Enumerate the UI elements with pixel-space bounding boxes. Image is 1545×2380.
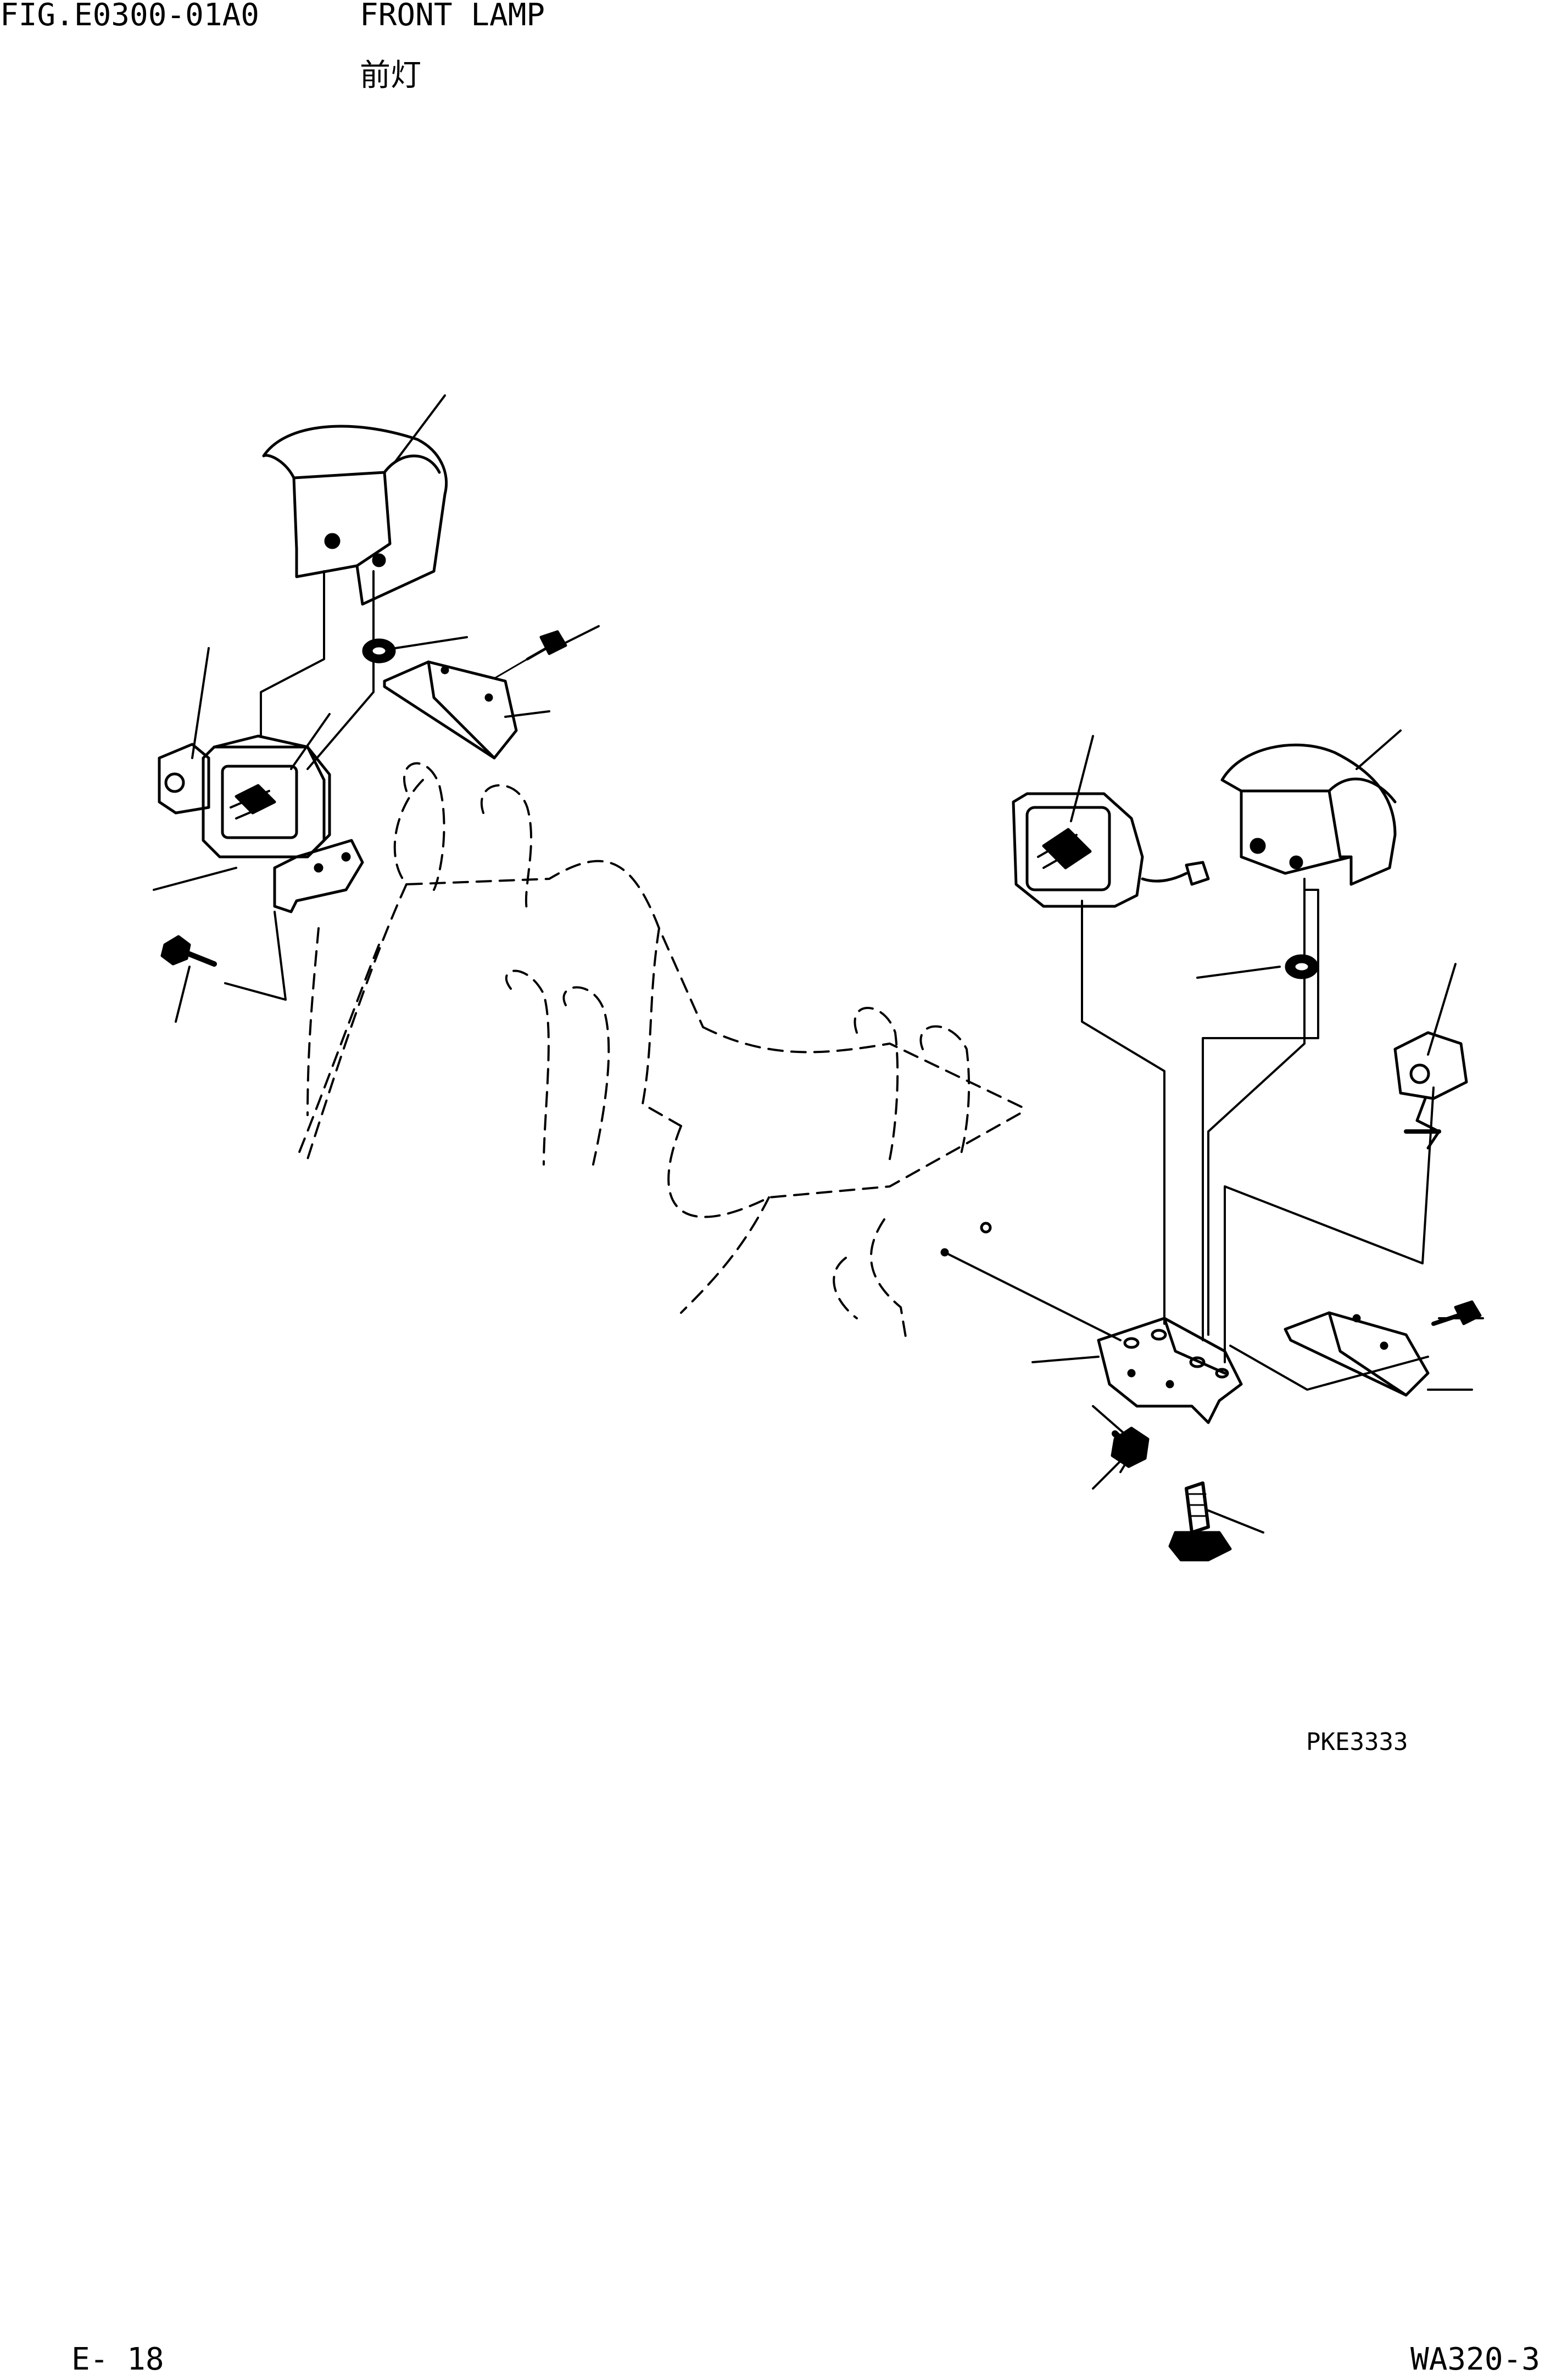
figure-title: FRONT LAMP <box>360 0 545 33</box>
left-grommet <box>362 638 396 664</box>
right-lamp-bracket <box>1097 1317 1243 1424</box>
left-stay-bolt <box>493 630 567 679</box>
right-stay-bolt <box>1431 1300 1482 1326</box>
model-code: WA320-3 <box>1410 2342 1541 2377</box>
left-front-lamp <box>202 734 331 859</box>
right-mount-bolt <box>1111 1426 1150 1468</box>
right-front-lamp <box>1012 792 1210 908</box>
right-flange-bolt <box>1168 1481 1232 1562</box>
left-side-lamp <box>158 743 210 815</box>
leader-lines <box>153 394 1484 1534</box>
right-grommet <box>1285 954 1319 979</box>
right-side-lamp <box>1393 1031 1468 1150</box>
figure-title-chinese: 前灯 <box>360 58 421 93</box>
figure-code: FIG.E0300-01A0 <box>0 0 260 33</box>
frame-outline <box>295 762 1028 1341</box>
left-mount-bolt <box>160 935 217 967</box>
left-lamp-bracket <box>273 839 364 913</box>
left-connection-lines <box>224 570 375 1001</box>
small-marks <box>940 1222 992 1257</box>
drawing-code: PKE3333 <box>1306 1728 1408 1756</box>
left-lamp-cover <box>262 425 448 606</box>
page-number: E- 18 <box>71 2342 164 2377</box>
left-stay <box>383 660 518 760</box>
right-stay <box>1284 1311 1430 1397</box>
right-lamp-cover <box>1220 743 1397 886</box>
